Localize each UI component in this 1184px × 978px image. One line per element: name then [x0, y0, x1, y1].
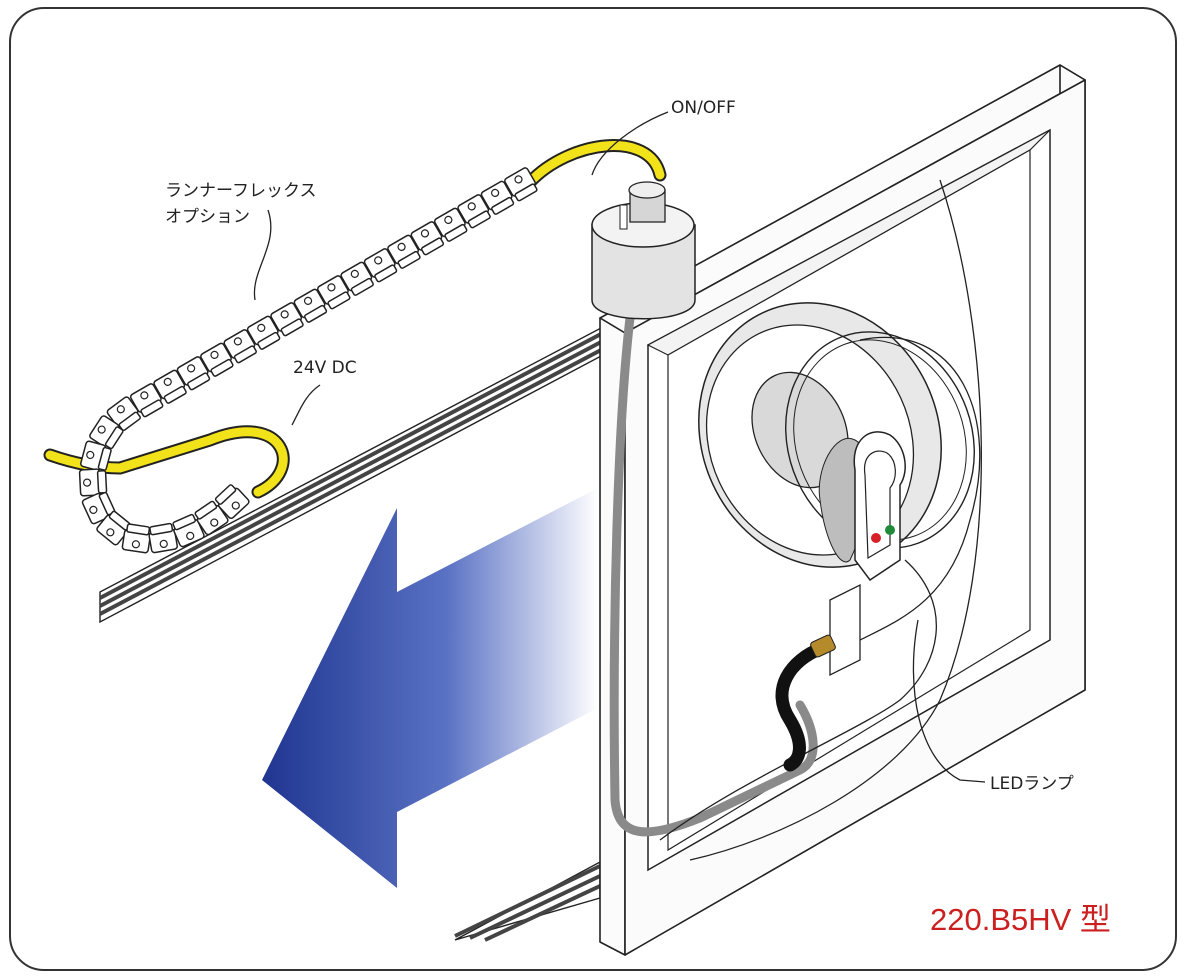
brass-fitting	[810, 634, 836, 658]
chain-link	[214, 484, 250, 520]
chain-link	[80, 440, 112, 471]
chain-link	[340, 261, 374, 296]
chain-link	[223, 329, 257, 364]
chain-link	[457, 194, 491, 229]
internal-cable	[609, 313, 818, 837]
chain-link	[78, 468, 108, 497]
lock-assembly	[659, 179, 982, 861]
on-off-label: ON/OFF	[671, 98, 736, 118]
chain-link	[246, 315, 281, 350]
chain-link	[410, 221, 445, 256]
chain-link	[270, 302, 304, 337]
chain-link	[129, 383, 164, 418]
led-lamp-label: LEDランプ	[990, 774, 1074, 794]
runner-flex-label-1: ランナーフレックス	[165, 181, 316, 201]
on-off-switch	[591, 181, 696, 320]
runner-flex-label-2: オプション	[165, 207, 250, 227]
chain-link	[89, 415, 124, 450]
chain-link	[504, 167, 538, 202]
black-hose	[775, 641, 829, 772]
chain-link	[387, 234, 421, 269]
chain-link	[480, 180, 515, 215]
chain-link	[148, 522, 179, 554]
direction-arrow	[262, 488, 598, 888]
voltage-label: 24V DC	[293, 358, 357, 378]
chain-link	[176, 356, 211, 391]
energy-chain	[78, 167, 538, 554]
chain-link	[106, 396, 141, 432]
chain-link	[121, 523, 152, 554]
chain-link	[200, 342, 234, 377]
chain-link	[81, 491, 116, 525]
chain-link	[153, 369, 187, 404]
leader-lines	[253, 111, 986, 783]
lower-rail	[454, 860, 601, 942]
chain-link	[172, 513, 205, 548]
chain-link	[194, 500, 229, 536]
chain-link	[293, 288, 328, 323]
chain-link	[363, 248, 398, 283]
chain-link	[433, 207, 468, 242]
chain-link	[317, 275, 351, 310]
indicator-red	[871, 533, 881, 543]
model-name: 220.B5HV 型	[930, 902, 1111, 937]
indicator-green	[885, 525, 895, 535]
yellow-cable-top	[525, 141, 665, 187]
